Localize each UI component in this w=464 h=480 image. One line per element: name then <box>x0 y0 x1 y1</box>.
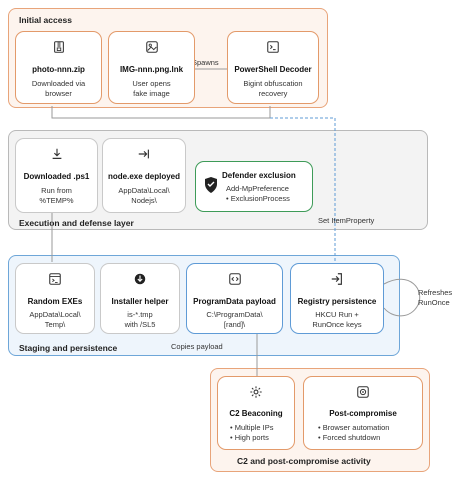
node-programdata-payload[interactable]: ProgramData payload C:\ProgramData\ [ran… <box>186 263 283 334</box>
node-detail-2: [rand]\ <box>223 320 246 329</box>
node-detail-1: Downloaded via <box>31 79 86 88</box>
node-photo-zip[interactable]: photo-nnn.zip Downloaded via browser <box>15 31 102 104</box>
node-title: Registry persistence <box>297 297 377 306</box>
node-title: Installer helper <box>111 297 169 306</box>
node-detail-2: Temp\ <box>44 320 66 329</box>
node-detail-2: with /SL5 <box>124 320 156 329</box>
group-title-initial-access: Initial access <box>19 15 72 25</box>
node-title: Defender exclusion <box>222 171 296 180</box>
edge-set-item-property <box>270 117 336 262</box>
node-c2-beaconing[interactable]: C2 Beaconing • Multiple IPs • High ports <box>217 376 295 450</box>
label-set-item-property: Set ItemProperty <box>318 216 375 225</box>
node-detail-1: C:\ProgramData\ <box>206 310 263 319</box>
terminal-window-icon <box>16 272 94 286</box>
install-icon <box>101 272 179 286</box>
node-downloaded-ps1[interactable]: Downloaded .ps1 Run from %TEMP% <box>15 138 98 213</box>
shield-icon <box>203 176 219 194</box>
node-detail-1: is-*.tmp <box>127 310 153 319</box>
node-detail-2: fake image <box>133 89 170 98</box>
group-title-staging: Staging and persistence <box>19 343 118 353</box>
node-title: C2 Beaconing <box>229 409 283 418</box>
node-title: Random EXEs <box>27 297 83 306</box>
node-title: node.exe deployed <box>107 172 181 181</box>
label-copies-payload: Copies payload <box>171 342 223 351</box>
label-runonce: RunOnce <box>418 298 450 307</box>
label-refreshes: Refreshes <box>418 288 453 297</box>
node-defender-exclusion[interactable]: Defender exclusion Add-MpPreference • Ex… <box>195 161 313 212</box>
group-title-c2: C2 and post-compromise activity <box>237 456 371 466</box>
group-title-execution: Execution and defense layer <box>19 218 134 228</box>
node-detail-1: Bigint obfuscation <box>243 79 303 88</box>
node-detail-2: %TEMP% <box>39 196 74 205</box>
download-icon <box>16 147 97 161</box>
zip-file-icon <box>16 40 101 54</box>
node-random-exes[interactable]: Random EXEs AppData\Local\ Temp\ <box>15 263 95 334</box>
label-spawns: Spawns <box>192 58 219 67</box>
code-icon <box>187 272 282 286</box>
node-title: photo-nnn.zip <box>32 65 85 74</box>
node-title: ProgramData payload <box>193 297 276 306</box>
node-title: PowerShell Decoder <box>234 65 312 74</box>
node-title: Post-compromise <box>329 409 397 418</box>
node-powershell-decoder[interactable]: PowerShell Decoder Bigint obfuscation re… <box>227 31 319 104</box>
node-detail-2: Nodejs\ <box>131 196 157 205</box>
node-detail-1: • Multiple IPs <box>230 423 274 432</box>
edge-refreshes-loop <box>383 278 421 317</box>
node-detail-1: • Browser automation <box>318 423 390 432</box>
node-img-lnk[interactable]: IMG-nnn.png.lnk User opens fake image <box>108 31 195 104</box>
node-detail-2: recovery <box>258 89 288 98</box>
node-detail-2: • Forced shutdown <box>318 433 381 442</box>
node-installer-helper[interactable]: Installer helper is-*.tmp with /SL5 <box>100 263 180 334</box>
node-detail-1: User opens <box>132 79 171 88</box>
node-detail-2: RunOnce keys <box>312 320 362 329</box>
node-detail-1: HKCU Run + <box>315 310 359 319</box>
edge-initial-to-execution <box>51 106 271 119</box>
node-title: Downloaded .ps1 <box>23 172 90 181</box>
node-detail-1: AppData\Local\ <box>118 186 170 195</box>
node-detail-1: Add-MpPreference <box>226 184 289 193</box>
node-detail-1: AppData\Local\ <box>29 310 81 319</box>
node-title: IMG-nnn.png.lnk <box>119 65 184 74</box>
terminal-icon <box>228 40 318 54</box>
node-post-compromise[interactable]: Post-compromise • Browser automation • F… <box>303 376 423 450</box>
gear-icon <box>218 385 294 399</box>
node-registry-persistence[interactable]: Registry persistence HKCU Run + RunOnce … <box>290 263 384 334</box>
node-node-exe[interactable]: node.exe deployed AppData\Local\ Nodejs\ <box>102 138 186 213</box>
sign-in-icon <box>291 272 383 286</box>
node-detail-2: • ExclusionProcess <box>226 194 290 203</box>
node-detail-2: • High ports <box>230 433 269 442</box>
target-icon <box>304 385 422 399</box>
node-detail-2: browser <box>45 89 72 98</box>
deploy-arrow-icon <box>103 147 185 161</box>
image-shortcut-icon <box>109 40 194 54</box>
node-detail-1: Run from <box>41 186 72 195</box>
